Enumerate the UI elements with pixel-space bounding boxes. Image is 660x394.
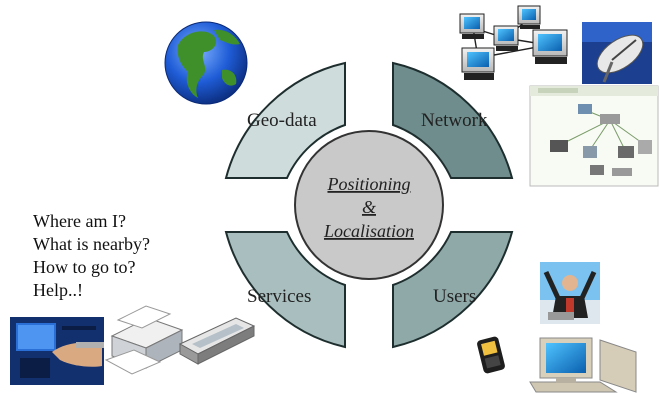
center-circle bbox=[294, 130, 444, 280]
questions-list: Where am I? What is nearby? How to go to… bbox=[33, 210, 150, 302]
atm-icon bbox=[10, 317, 104, 385]
desktop-computer-icon bbox=[529, 337, 637, 393]
center-line-ampersand: & bbox=[362, 197, 376, 217]
network-diagram-icon bbox=[529, 85, 659, 187]
label-users: Users bbox=[433, 286, 476, 307]
globe-icon bbox=[164, 21, 248, 105]
printer-icon bbox=[104, 305, 184, 375]
quadrant-geo-data bbox=[224, 61, 346, 179]
center-line-positioning: Positioning bbox=[326, 174, 410, 194]
question-what-is-nearby: What is nearby? bbox=[33, 234, 150, 254]
satellite-dish-icon bbox=[582, 22, 652, 84]
happy-user-icon bbox=[540, 262, 600, 324]
question-how-to-go: How to go to? bbox=[33, 257, 136, 277]
question-where-am-i: Where am I? bbox=[33, 211, 126, 231]
quadrant-users bbox=[392, 231, 514, 349]
question-help: Help..! bbox=[33, 280, 83, 300]
label-geo-data: Geo-data bbox=[247, 110, 317, 131]
label-services: Services bbox=[247, 286, 311, 307]
network-computers-icon bbox=[459, 5, 568, 80]
quadrant-network bbox=[392, 61, 514, 179]
quadrant-services bbox=[224, 231, 346, 349]
center-line-localisation: Localisation bbox=[323, 221, 414, 241]
scanner-icon bbox=[178, 317, 256, 365]
mobile-phone-icon bbox=[477, 336, 505, 374]
label-network: Network bbox=[421, 110, 488, 131]
